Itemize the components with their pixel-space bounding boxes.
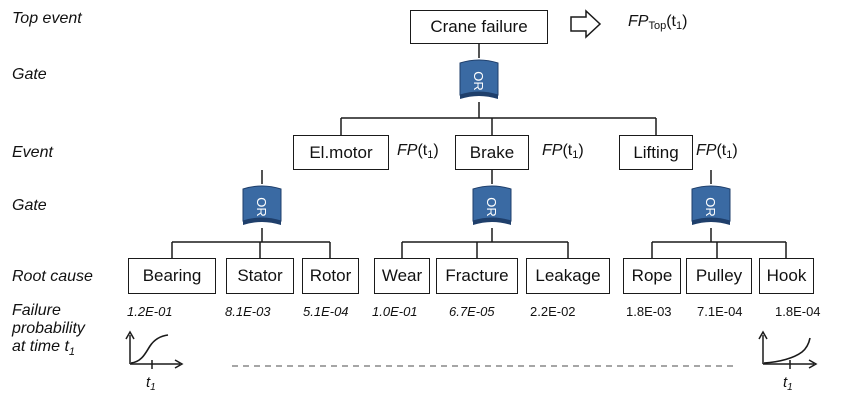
- event-box-lifting: Lifting: [619, 135, 693, 170]
- fp-symbol: FP: [397, 142, 418, 159]
- row-label-gate: Gate: [12, 66, 47, 83]
- fp-close: ): [578, 142, 584, 159]
- event-probability-lifting: FP(t1): [696, 141, 738, 165]
- probability-pulley: 7.1E-04: [697, 304, 743, 319]
- fp-sub: Top: [648, 20, 667, 32]
- fp-arg-sub: 1: [675, 20, 683, 32]
- row-label-root-cause: Root cause: [12, 268, 93, 285]
- probability-bearing: 1.2E-01: [127, 304, 173, 319]
- probability-rope: 1.8E-03: [626, 304, 672, 319]
- root-cause-wear: Wear: [374, 258, 430, 294]
- root-cause-rope: Rope: [623, 258, 681, 294]
- probability-leakage: 2.2E-02: [530, 304, 576, 319]
- top-event-probability: FPTop(t1): [628, 12, 687, 36]
- row-label-failure: Failure: [12, 302, 61, 319]
- probability-wear: 1.0E-01: [372, 304, 418, 319]
- time-label-left: t1: [146, 374, 156, 393]
- fp-arg: (t: [716, 142, 727, 159]
- fp-arg-sub: 1: [572, 149, 579, 161]
- fp-arg: (t: [562, 142, 573, 159]
- fp-arg: (t: [666, 13, 676, 30]
- or-gate-label: OR: [484, 197, 500, 217]
- event-probability-elmotor: FP(t1): [397, 141, 439, 165]
- exponential-curve-graph-icon: [758, 330, 818, 369]
- right-arrow-icon: [570, 9, 602, 39]
- root-cause-leakage: Leakage: [526, 258, 610, 294]
- t-symbol: t: [783, 374, 788, 391]
- fp-arg-sub: 1: [726, 149, 733, 161]
- row-label-gate: Gate: [12, 197, 47, 214]
- or-gate-elmotor: OR: [242, 184, 282, 230]
- root-cause-hook: Hook: [759, 258, 814, 294]
- fp-close: ): [682, 13, 688, 30]
- fp-close: ): [732, 142, 738, 159]
- root-cause-rotor: Rotor: [302, 258, 359, 294]
- probability-hook: 1.8E-04: [775, 304, 821, 319]
- s-curve-graph-icon: [125, 330, 184, 369]
- or-gate-label: OR: [471, 71, 487, 91]
- probability-fracture: 6.7E-05: [449, 304, 495, 319]
- or-gate-label: OR: [254, 197, 270, 217]
- fp-arg-sub: 1: [427, 149, 434, 161]
- or-gate-top: OR: [459, 58, 499, 104]
- fp-arg: (t: [417, 142, 428, 159]
- top-event-box: Crane failure: [410, 10, 548, 44]
- event-box-brake: Brake: [455, 135, 529, 170]
- at-time-sub: 1: [68, 346, 76, 358]
- row-label-top-event: Top event: [12, 10, 82, 27]
- time-label-right: t1: [783, 374, 793, 393]
- at-time-text: at time t: [12, 338, 69, 355]
- t-sub: 1: [787, 382, 793, 393]
- fp-symbol: FP: [542, 142, 563, 159]
- fp-symbol: FP: [696, 142, 717, 159]
- or-gate-brake: OR: [472, 184, 512, 230]
- fp-symbol: FP: [628, 13, 649, 30]
- fp-close: ): [433, 142, 439, 159]
- root-cause-pulley: Pulley: [686, 258, 752, 294]
- root-cause-stator: Stator: [226, 258, 294, 294]
- t-symbol: t: [146, 374, 151, 391]
- probability-stator: 8.1E-03: [225, 304, 271, 319]
- event-box-elmotor: El.motor: [293, 135, 389, 170]
- or-gate-lifting: OR: [691, 184, 731, 230]
- t-sub: 1: [150, 382, 156, 393]
- event-probability-brake: FP(t1): [542, 141, 584, 165]
- row-label-event: Event: [12, 144, 53, 161]
- row-label-at-time: at time t1: [12, 338, 75, 361]
- root-cause-fracture: Fracture: [436, 258, 518, 294]
- root-cause-bearing: Bearing: [128, 258, 216, 294]
- probability-rotor: 5.1E-04: [303, 304, 349, 319]
- row-label-probability: probability: [12, 320, 85, 337]
- or-gate-label: OR: [703, 197, 719, 217]
